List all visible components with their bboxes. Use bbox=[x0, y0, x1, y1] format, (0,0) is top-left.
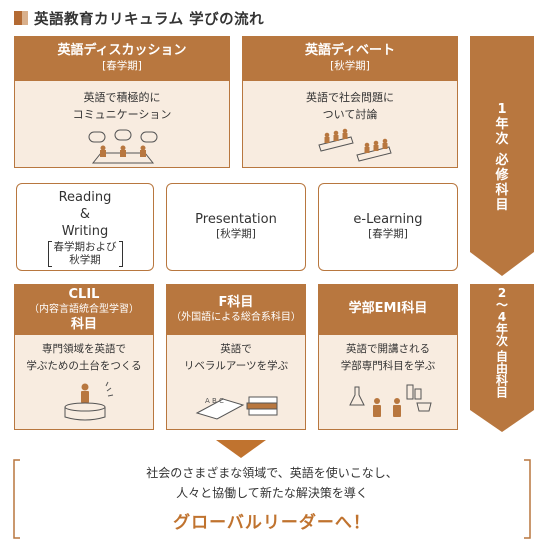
debate-people-icon bbox=[318, 128, 392, 162]
card-header: F科目 （外国語による総合系科目） bbox=[167, 285, 305, 335]
card-description: 英語で積極的に コミュニケーション bbox=[72, 91, 172, 121]
card-header: 学部EMI科目 bbox=[319, 285, 457, 335]
card-faculty-emi: 学部EMI科目 英語で開講される 学部専門科目を学ぶ bbox=[318, 284, 458, 430]
first-year-arrow bbox=[470, 36, 534, 276]
card-term: [春学期] bbox=[102, 60, 142, 72]
title-marker-icon bbox=[14, 11, 28, 25]
card-term: 春学期および 秋学期 bbox=[47, 241, 123, 267]
card-description: 専門領域を英語で 学ぶための土台をつくる bbox=[26, 343, 142, 372]
discussion-people-icon bbox=[88, 129, 158, 164]
liberal-arts-books-icon: A B C bbox=[195, 396, 278, 420]
first-year-label: 1 年 次 必 修 科 目 bbox=[495, 102, 509, 213]
goal-headline: グローバルリーダーへ！ bbox=[173, 513, 371, 533]
card-header: 英語ディスカッション [春学期] bbox=[15, 37, 229, 81]
card-header: CLIL （内容言語統合型学習） 科目 bbox=[15, 285, 153, 335]
goal-message: 社会のさまざまな領域で、英語を使いこなし、 人々と協働して新たな解決策を導く グ… bbox=[12, 458, 532, 540]
card-title: 英語ディベート bbox=[304, 43, 396, 58]
later-years-label: 2 〜 4 年 次 自 由 科 目 bbox=[496, 287, 508, 401]
card-description: 英語で リベラルアーツを学ぶ bbox=[183, 343, 289, 372]
lab-students-icon bbox=[349, 384, 432, 417]
card-english-discussion: 英語ディスカッション [春学期] 英語で積極的に コミュニケーション bbox=[14, 36, 230, 168]
card-title: 英語ディスカッション bbox=[57, 43, 187, 58]
card-presentation: Presentation [秋学期] bbox=[166, 183, 306, 271]
page-title: 英語教育カリキュラム 学びの流れ bbox=[34, 12, 265, 28]
card-description: 英語で開講される 学部専門科目を学ぶ bbox=[340, 343, 436, 372]
card-header: 英語ディベート [秋学期] bbox=[243, 37, 457, 81]
foundation-podium-icon bbox=[64, 381, 114, 421]
down-arrow bbox=[216, 440, 266, 458]
card-clil: CLIL （内容言語統合型学習） 科目 専門領域を英語で 学ぶための土台をつくる bbox=[14, 284, 154, 430]
card-e-learning: e-Learning [春学期] bbox=[318, 183, 458, 271]
later-years-arrow bbox=[470, 284, 534, 432]
card-term: [秋学期] bbox=[330, 60, 370, 72]
card-description: 英語で社会問題に ついて討論 bbox=[306, 91, 394, 121]
goal-line-2: 人々と協働して新たな解決策を導く bbox=[176, 486, 368, 500]
book-letters: A B C bbox=[205, 397, 224, 405]
card-reading-writing: Reading & Writing 春学期および 秋学期 bbox=[16, 183, 154, 271]
goal-line-1: 社会のさまざまな領域で、英語を使いこなし、 bbox=[146, 466, 398, 480]
card-english-debate: 英語ディベート [秋学期] 英語で社会問題に ついて討論 bbox=[242, 36, 458, 168]
card-f-subjects: F科目 （外国語による総合系科目） 英語で リベラルアーツを学ぶ A B C bbox=[166, 284, 306, 430]
goal-brackets bbox=[13, 459, 531, 539]
